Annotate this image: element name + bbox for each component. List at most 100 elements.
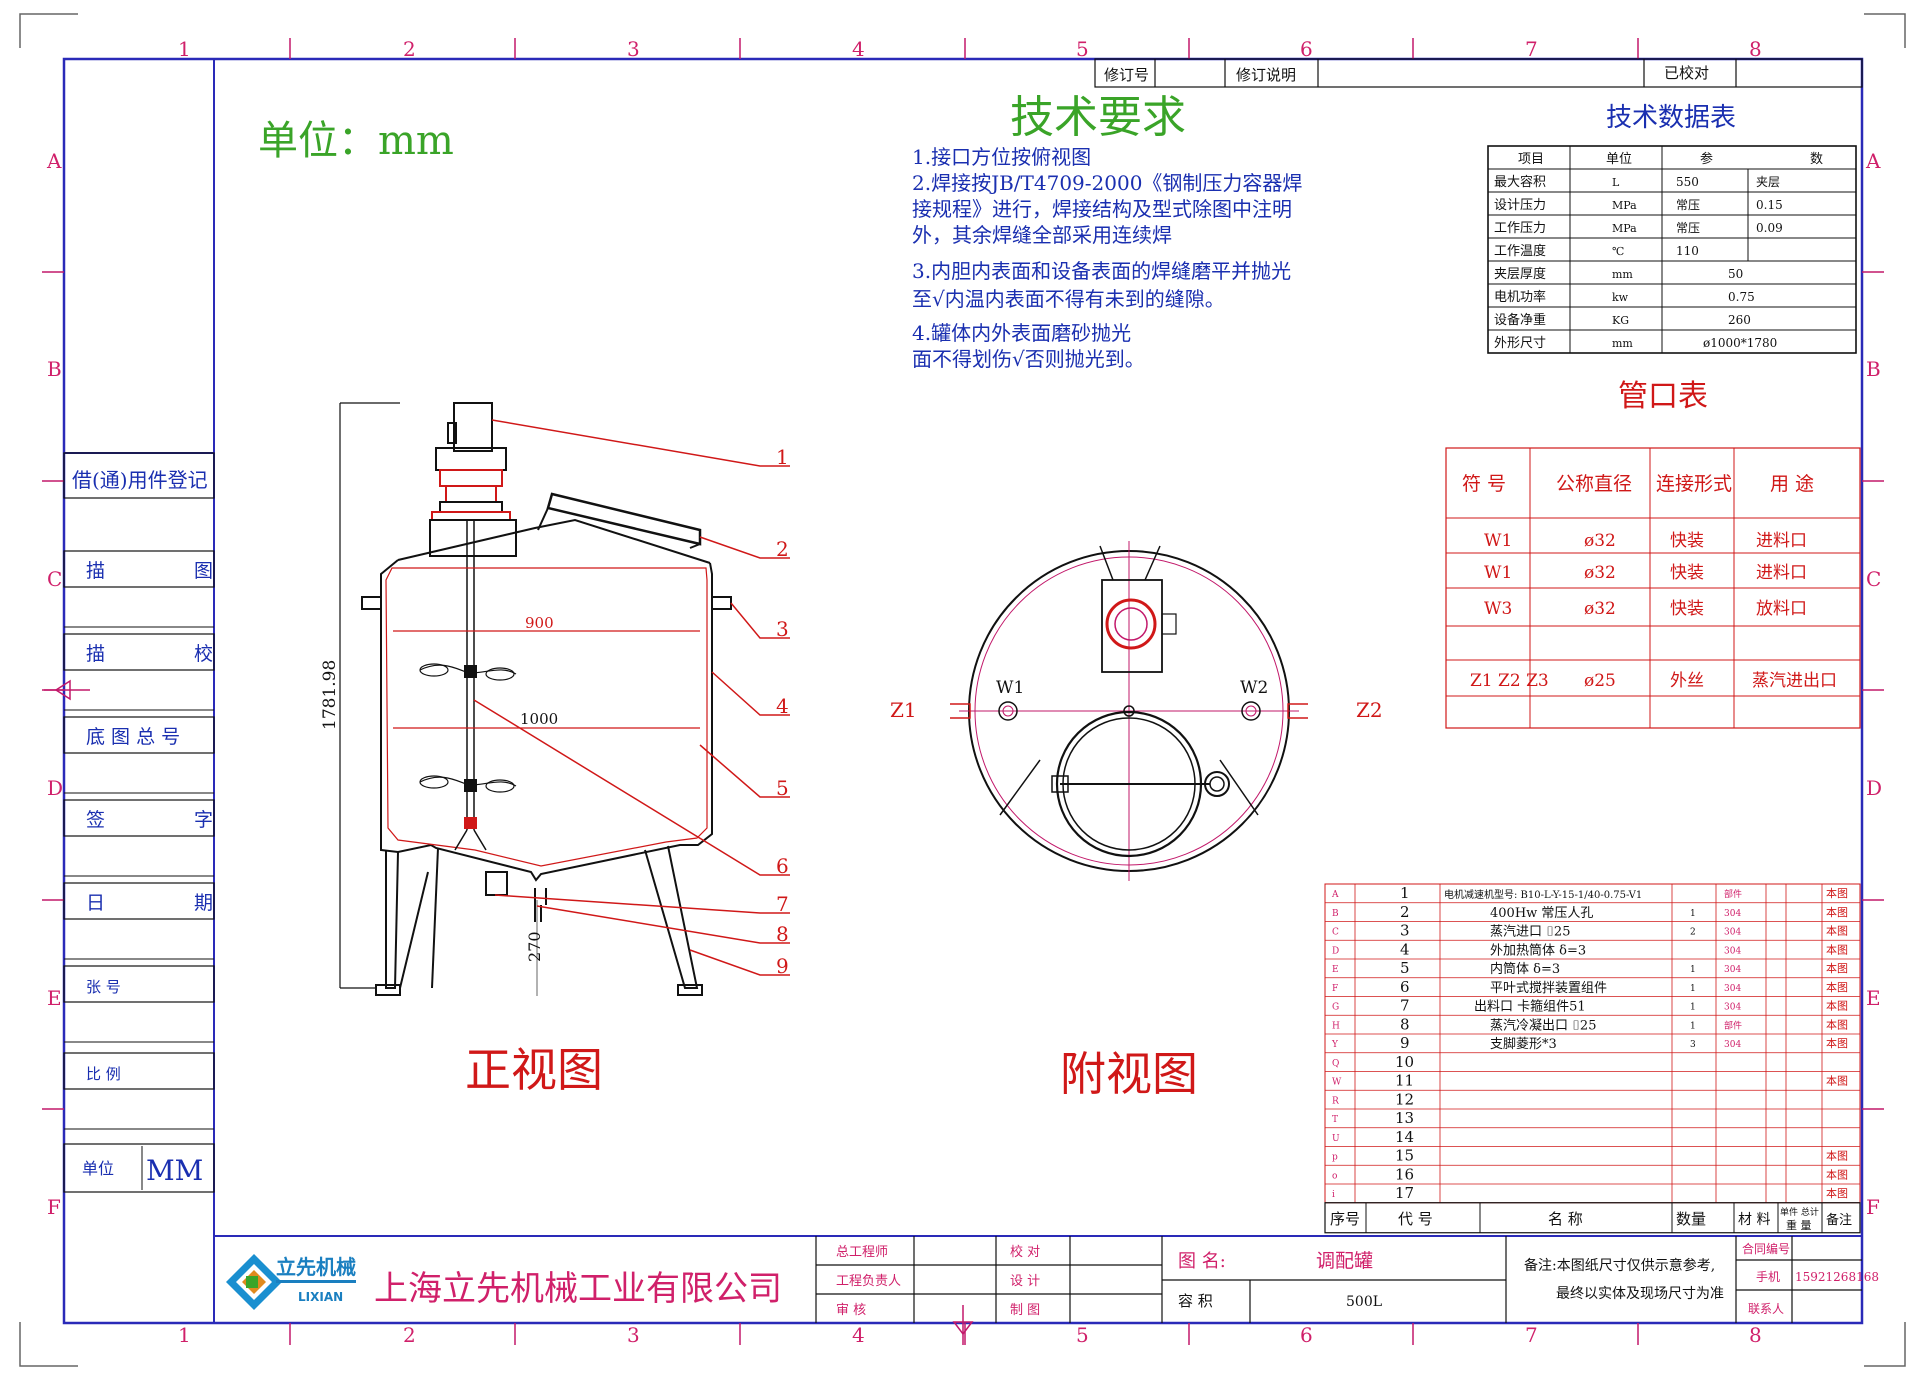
grid-col-bottom: 3 <box>627 1323 640 1347</box>
callout-number: 2 <box>776 537 789 561</box>
top-view-label: 附视图 <box>1060 1047 1198 1101</box>
part-name: 蒸汽冷凝出口 ⌷25 <box>1490 1017 1596 1033</box>
callout-number: 6 <box>776 854 789 878</box>
nozzle-cell: 蒸汽进出口 <box>1752 671 1837 691</box>
part-number: 16 <box>1395 1165 1414 1183</box>
tech-table-head: 参 <box>1700 151 1713 167</box>
tech-table-value: 常压 <box>1676 198 1700 212</box>
part-note: 本图 <box>1826 999 1848 1013</box>
callout-number: 8 <box>776 922 789 946</box>
volume-label: 容 积 <box>1178 1292 1213 1310</box>
nozzle-cell: 快装 <box>1670 531 1704 551</box>
unit-title: 单位：mm <box>258 118 454 164</box>
tech-req-line: 外，其余焊缝全部采用连续焊 <box>912 223 1172 247</box>
part-number: 14 <box>1395 1128 1414 1146</box>
part-note: 本图 <box>1826 1167 1848 1181</box>
tech-table-value: 50 <box>1728 267 1743 281</box>
nozzle-cell: 快装 <box>1670 563 1704 583</box>
register-label: 借(通)用件登记 <box>72 468 208 492</box>
part-letter: B <box>1332 909 1339 919</box>
drawing-name-label: 图 名: <box>1178 1251 1226 1272</box>
part-material: 部件 <box>1724 1019 1742 1031</box>
tech-table-head: 数 <box>1810 152 1823 167</box>
grid-col-bottom: 6 <box>1300 1323 1313 1347</box>
drawing-name: 调配罐 <box>1316 1250 1373 1272</box>
part-letter: Y <box>1331 1040 1339 1050</box>
nozzle-head: 公称直径 <box>1556 473 1632 495</box>
tech-table-value: 常压 <box>1676 221 1700 235</box>
company-name: 上海立先机械工业有限公司 <box>374 1269 782 1309</box>
revision-box <box>1094 58 1863 88</box>
tech-table-item: 外形尺寸 <box>1494 336 1546 351</box>
dim-outer: 1000 <box>520 710 558 728</box>
top-view <box>950 541 1308 881</box>
part-letter: i <box>1332 1190 1335 1200</box>
part-note: 本图 <box>1826 905 1848 919</box>
parts-head-qty: 数量 <box>1676 1210 1706 1228</box>
grid-col-bottom: 4 <box>852 1323 865 1347</box>
volume-value: 500L <box>1346 1294 1382 1310</box>
parts-head-no: 序号 <box>1330 1210 1360 1228</box>
corner-marks <box>19 13 1906 1367</box>
dim-leg: 270 <box>525 931 544 962</box>
part-letter: H <box>1332 1021 1340 1031</box>
tech-table-value: ø1000*1780 <box>1703 336 1777 350</box>
front-view <box>339 402 732 996</box>
logo-cn: 立先机械 <box>276 1255 356 1279</box>
part-letter: R <box>1332 1096 1339 1106</box>
part-number: 11 <box>1395 1072 1414 1090</box>
part-qty: 1 <box>1690 1003 1696 1013</box>
tech-table-value: 260 <box>1728 313 1751 327</box>
part-name: 蒸汽进口 ⌷25 <box>1490 925 1570 940</box>
top-mark-z1: Z1 <box>890 698 917 722</box>
role-label-2: 校 对 <box>1010 1244 1040 1260</box>
tech-table-unit: MPa <box>1612 222 1637 235</box>
tech-table-value: 550 <box>1676 175 1699 189</box>
part-number: 17 <box>1395 1184 1414 1202</box>
tech-req-line: 3.内胆内表面和设备表面的焊缝磨平并抛光 <box>912 259 1291 283</box>
note-line-1: 备注:本图纸尺寸仅供示意参考, <box>1524 1257 1715 1274</box>
part-qty: 1 <box>1690 965 1696 975</box>
nozzle-cell: ø32 <box>1584 563 1616 583</box>
part-material: 304 <box>1724 1003 1741 1013</box>
grid-col-bottom: 2 <box>403 1323 416 1347</box>
part-name: 支脚菱形*3 <box>1490 1036 1557 1052</box>
tech-table-unit: kw <box>1612 291 1629 304</box>
part-name: 外加热筒体 δ=3 <box>1490 942 1586 958</box>
tech-table-title: 技术数据表 <box>1606 103 1736 133</box>
tech-table-value2: 0.09 <box>1756 221 1783 235</box>
tech-req-line: 接规程》进行，焊接结构及型式除图中注明 <box>912 197 1292 221</box>
nozzle-cell: 放料口 <box>1756 599 1807 619</box>
grid-col-top: 3 <box>627 37 640 61</box>
parts-head-material: 材 料 <box>1738 1212 1770 1228</box>
grid-col-top: 1 <box>178 37 191 61</box>
part-letter: W <box>1332 1078 1342 1088</box>
part-material: 部件 <box>1724 888 1742 900</box>
role-label: 总工程师 <box>836 1245 888 1260</box>
tech-table-unit: mm <box>1612 337 1633 350</box>
left-row-label: 签 <box>86 809 105 831</box>
tech-table-item: 工作温度 <box>1494 243 1546 259</box>
part-name: 平叶式搅拌装置组件 <box>1490 980 1607 996</box>
left-row-label: 比 例 <box>86 1065 121 1083</box>
part-letter: U <box>1332 1134 1340 1144</box>
nozzle-cell: 快装 <box>1670 599 1704 619</box>
nozzle-head: 用 途 <box>1770 473 1814 495</box>
part-number: 6 <box>1400 978 1410 996</box>
callout-number: 9 <box>776 954 789 978</box>
tech-req-line: 2.焊接按JB/T4709-2000《钢制压力容器焊 <box>912 171 1302 195</box>
part-note: 本图 <box>1826 1186 1848 1200</box>
tech-table-unit: mm <box>1612 268 1633 281</box>
grid-col-top: 7 <box>1525 37 1538 61</box>
tech-table-unit: KG <box>1612 314 1629 327</box>
tech-req-line: 1.接口方位按俯视图 <box>912 145 1091 169</box>
part-material: 304 <box>1724 928 1741 938</box>
part-note: 本图 <box>1826 924 1848 938</box>
role-label-2: 制 图 <box>1010 1303 1040 1318</box>
part-letter: E <box>1332 965 1339 975</box>
part-qty: 1 <box>1690 909 1696 919</box>
part-note: 本图 <box>1826 961 1848 975</box>
callout-leaders <box>473 419 790 976</box>
tech-table-value2: 0.15 <box>1756 198 1783 212</box>
